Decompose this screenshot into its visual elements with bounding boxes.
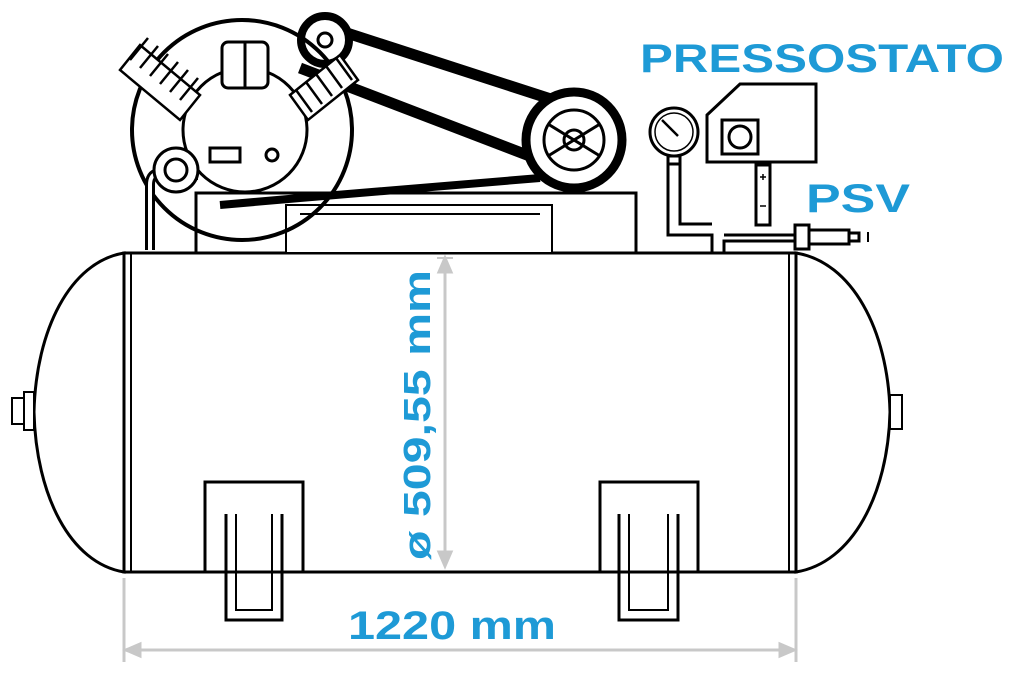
plus-minus-icon: [760, 174, 766, 207]
cylinder-fins-left: [118, 37, 202, 122]
pump-flywheel-rim: [130, 18, 354, 242]
pump-crankcase-window: [208, 146, 242, 164]
flywheel-pulley: [297, 12, 353, 68]
safety-valve-label: PSV: [806, 177, 910, 221]
foot-left: [203, 480, 305, 622]
tank-feet: [203, 480, 700, 622]
belt-guard: [219, 12, 627, 209]
psv-line: [722, 233, 795, 253]
belt-upper: [314, 17, 562, 108]
length-label: 1220 mm: [348, 604, 556, 648]
compressor-pump: [118, 18, 360, 250]
length-dimension: [122, 578, 798, 662]
drain-plug-right: [889, 394, 903, 430]
foot-right: [598, 480, 700, 622]
manifold-piping: [666, 160, 795, 253]
diameter-dimension: [436, 254, 454, 570]
pressure-switch: [705, 82, 818, 164]
switch-stem: [754, 163, 772, 227]
cylinder-fins-right: [288, 53, 360, 122]
motor-body: [285, 204, 553, 254]
drain-plug-left-nut: [23, 391, 35, 431]
compressor-base: [194, 191, 638, 255]
pressure-switch-label: PRESSOSTATO: [640, 37, 1004, 81]
tank-left-head: [32, 251, 126, 574]
safety-valve: [793, 223, 869, 251]
gauge-riser: [666, 160, 714, 253]
gauge-icon: [648, 106, 700, 166]
tank-right-head: [794, 251, 892, 574]
belt-guard-lower-edge: [219, 174, 541, 209]
air-tank: [11, 251, 903, 574]
diameter-label: ø 509,55 mm: [397, 270, 439, 560]
